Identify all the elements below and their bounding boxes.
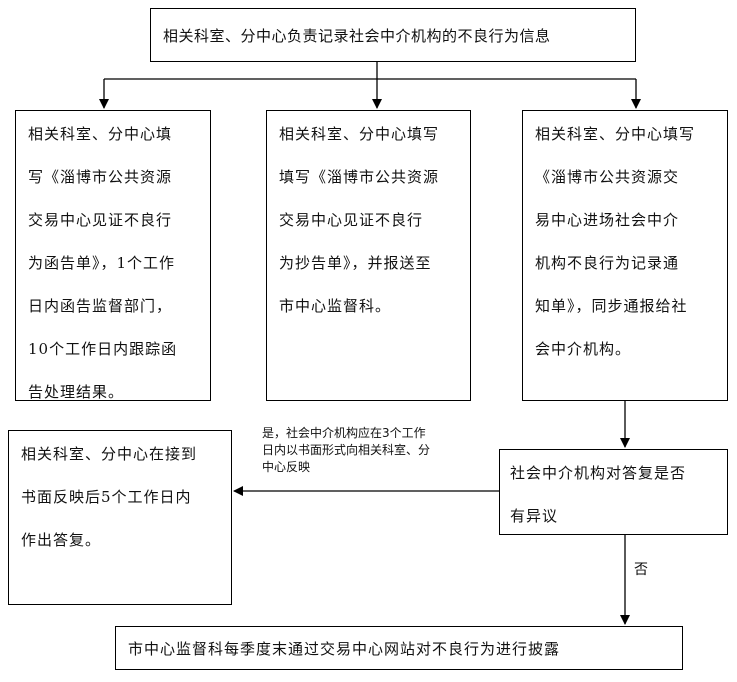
middle-box-text: 相关科室、分中心填写 填写《淄博市公共资源 交易中心见证不良行 为抄告单》，并报…	[279, 125, 440, 315]
yes-label: 是，社会中介机构应在3个工作 日内以书面形式向相关科室、分 中心反映	[262, 426, 431, 474]
objection-box-text: 社会中介机构对答复是否 有异议	[510, 464, 687, 525]
no-label: 否	[634, 562, 648, 578]
left-box-text: 相关科室、分中心填 写《淄博市公共资源 交易中心见证不良行 为函告单》，1个工作…	[28, 125, 178, 401]
reply-box-text: 相关科室、分中心在接到 书面反映后5个工作日内 作出答复。	[21, 445, 198, 549]
top-box-text: 相关科室、分中心负责记录社会中介机构的不良行为信息	[163, 27, 551, 45]
right-box-text: 相关科室、分中心填写 《淄博市公共资源交 易中心进场社会中介 机构不良行为记录通…	[535, 125, 696, 358]
middle-box: 相关科室、分中心填写 填写《淄博市公共资源 交易中心见证不良行 为抄告单》，并报…	[266, 110, 471, 401]
bottom-box-text: 市中心监督科每季度末通过交易中心网站对不良行为进行披露	[128, 640, 561, 658]
right-box: 相关科室、分中心填写 《淄博市公共资源交 易中心进场社会中介 机构不良行为记录通…	[522, 110, 728, 401]
top-box: 相关科室、分中心负责记录社会中介机构的不良行为信息	[150, 8, 636, 62]
bottom-box: 市中心监督科每季度末通过交易中心网站对不良行为进行披露	[115, 626, 683, 670]
objection-box: 社会中介机构对答复是否 有异议	[499, 449, 728, 535]
reply-box: 相关科室、分中心在接到 书面反映后5个工作日内 作出答复。	[8, 430, 232, 605]
left-box: 相关科室、分中心填 写《淄博市公共资源 交易中心见证不良行 为函告单》，1个工作…	[15, 110, 211, 401]
